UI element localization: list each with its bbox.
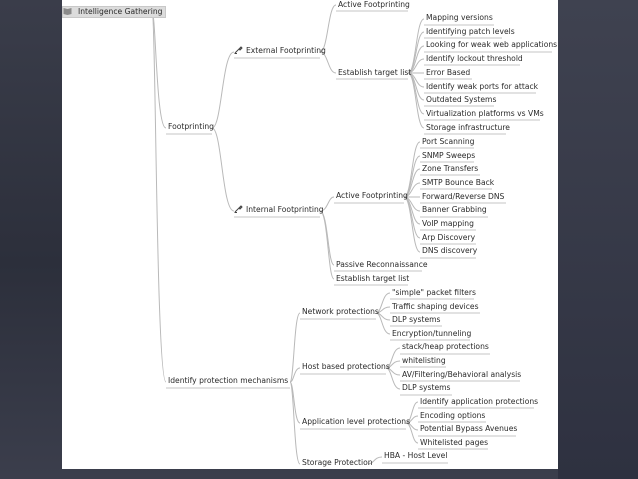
root-node[interactable]: Intelligence Gathering	[62, 6, 167, 18]
node-storage-protection[interactable]: Storage Protection	[302, 458, 373, 467]
node-ext-establish-target[interactable]: Establish target list	[338, 68, 412, 77]
leaf-net-1[interactable]: Traffic shaping devices	[392, 302, 479, 311]
leaf-host-0[interactable]: stack/heap protections	[402, 342, 489, 351]
leaf-int-4[interactable]: Forward/Reverse DNS	[422, 192, 505, 201]
node-internal-footprinting[interactable]: Internal Footprinting	[234, 205, 324, 215]
node-passive-reconnaissance[interactable]: Passive Reconnaissance	[336, 260, 428, 269]
leaf-ext-3[interactable]: Identify lockout threshold	[426, 54, 523, 63]
book-icon	[63, 7, 75, 15]
leaf-app-1[interactable]: Encoding options	[420, 411, 486, 420]
leaf-int-3[interactable]: SMTP Bounce Back	[422, 178, 495, 187]
leaf-ext-0[interactable]: Mapping versions	[426, 13, 493, 22]
leaf-int-6[interactable]: VoIP mapping	[422, 219, 474, 228]
mindmap-connectors	[151, 4, 552, 465]
leaf-ext-7[interactable]: Virtualization platforms vs VMs	[426, 109, 544, 118]
leaf-int-2[interactable]: Zone Transfers	[422, 164, 479, 173]
leaf-ext-2[interactable]: Looking for weak web applications	[426, 40, 558, 49]
leaf-app-0[interactable]: Identify application protections	[420, 397, 539, 406]
node-footprinting[interactable]: Footprinting	[168, 122, 214, 132]
leaf-int-0[interactable]: Port Scanning	[422, 137, 475, 146]
node-external-footprinting[interactable]: External Footprinting	[234, 46, 326, 56]
leaf-net-0[interactable]: "simple" packet filters	[392, 288, 476, 297]
node-footprinting-label: Footprinting	[168, 122, 214, 131]
node-identify-protection[interactable]: Identify protection mechanisms	[168, 376, 289, 385]
node-int-establish-target[interactable]: Establish target list	[336, 274, 410, 283]
tool-icon	[234, 205, 243, 213]
leaf-int-8[interactable]: DNS discovery	[422, 246, 478, 255]
leaf-host-1[interactable]: whitelisting	[402, 356, 446, 365]
leaf-host-2[interactable]: AV/Filtering/Behavioral analysis	[402, 370, 522, 379]
node-host-protections[interactable]: Host based protections	[302, 362, 390, 371]
leaf-int-7[interactable]: Arp Discovery	[422, 233, 476, 242]
node-external-label: External Footprinting	[246, 46, 326, 55]
tool-icon	[234, 46, 243, 54]
node-application-protections[interactable]: Application level protections	[302, 417, 411, 426]
leaf-ext-1[interactable]: Identifying patch levels	[426, 27, 515, 36]
leaf-ext-6[interactable]: Outdated Systems	[426, 95, 497, 104]
mindmap-canvas: Intelligence Gathering Footprinting Exte…	[62, 0, 558, 469]
leaf-host-3[interactable]: DLP systems	[402, 383, 451, 392]
node-internal-label: Internal Footprinting	[246, 205, 324, 214]
root-label: Intelligence Gathering	[78, 7, 163, 16]
leaf-storage-0[interactable]: HBA - Host Level	[384, 451, 448, 460]
leaf-net-3[interactable]: Encryption/tunneling	[392, 329, 472, 338]
leaf-app-3[interactable]: Whitelisted pages	[420, 438, 489, 447]
slide-background-right	[558, 0, 638, 479]
leaf-ext-8[interactable]: Storage infrastructure	[426, 123, 510, 132]
node-int-active-footprinting[interactable]: Active Footprinting	[336, 191, 408, 200]
leaf-net-2[interactable]: DLP systems	[392, 315, 441, 324]
leaf-int-5[interactable]: Banner Grabbing	[422, 205, 487, 214]
leaf-app-2[interactable]: Potential Bypass Avenues	[420, 424, 518, 433]
leaf-ext-5[interactable]: Identify weak ports for attack	[426, 82, 539, 91]
node-network-protections[interactable]: Network protections	[302, 307, 379, 316]
node-ext-active-footprinting[interactable]: Active Footprinting	[338, 0, 410, 9]
leaf-ext-4[interactable]: Error Based	[426, 68, 471, 77]
leaf-int-1[interactable]: SNMP Sweeps	[422, 151, 476, 160]
